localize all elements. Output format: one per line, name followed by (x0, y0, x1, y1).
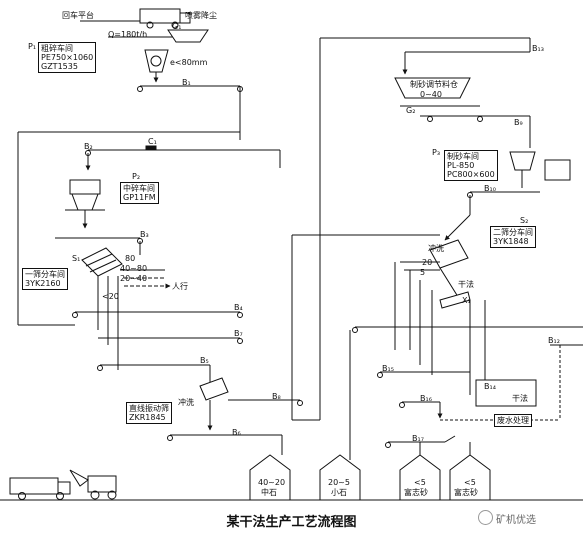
p3-line-2: PL-850 (447, 161, 475, 170)
stone-label: 人行 (172, 282, 188, 291)
b13-label: B₁₃ (532, 44, 544, 53)
product-2-size: 20~5 (328, 478, 350, 487)
product-4-size: <5 (464, 478, 476, 487)
diagram-title: 某干法生产工艺流程图 (226, 515, 357, 530)
silo-icon (394, 77, 471, 99)
b17-label: B₁₇ (412, 434, 424, 443)
flow-rate-label: Q=180t/h (108, 30, 148, 39)
zkr-line-2: ZKR1845 (129, 413, 166, 422)
size2-5: 5 (420, 268, 426, 277)
s1-line-2: 3YK2160 (25, 279, 61, 288)
s1-label: S₁ (72, 254, 81, 263)
dust-spray-label: 喷雾降尘 (185, 11, 217, 20)
feed-platform-label: 回车平台 (62, 11, 94, 20)
p3-line-3: PC800×600 (447, 170, 495, 179)
b5-label: B₅ (200, 356, 209, 365)
product-bin-3 (399, 454, 441, 500)
product-bin-1 (249, 454, 291, 500)
p2-box: 中碎车间 GP11FM (120, 182, 159, 204)
b9-label: B₉ (514, 118, 523, 127)
size-20-40: 20~40 (120, 274, 148, 283)
size-80: 80 (125, 254, 136, 263)
s1-box: 一筛分车间 3YK2160 (22, 268, 68, 290)
p2-label: P₂ (132, 172, 141, 181)
s2-label: S₂ (520, 216, 529, 225)
e-size-label: e<80mm (170, 58, 208, 67)
b16-label: B₁₆ (420, 394, 432, 403)
product-bin-4 (449, 454, 491, 500)
b7-label: B₇ (234, 329, 243, 338)
zkr-line-1: 直线振动筛 (129, 404, 169, 413)
b15-label: B₁₅ (382, 364, 394, 373)
product-3-size: <5 (414, 478, 426, 487)
bottom-truck-icon (9, 477, 71, 500)
b12-label: B₁₂ (548, 336, 560, 345)
g1-label: G₁ (172, 22, 182, 31)
dry-method-label: 干法 (458, 280, 474, 289)
watermark: 矿机优选 (496, 515, 536, 526)
product-3-name: 富志砂 (404, 488, 428, 497)
sand-maker-icon (509, 151, 571, 188)
p1-box: 粗碎车间 PE750×1060 GZT1535 (38, 42, 97, 73)
product-1-name: 中石 (261, 488, 277, 497)
b10-label: B₁₀ (484, 184, 496, 193)
silo-line-2: 0~40 (420, 90, 442, 99)
s1-line-1: 一筛分车间 (25, 270, 65, 279)
loader-icon (69, 469, 117, 500)
c1-label: C₁ (148, 137, 157, 146)
p1-line-3: GZT1535 (41, 62, 78, 71)
s2-line-1: 二筛分车间 (493, 228, 533, 237)
wash-label: 冲洗 (178, 398, 194, 407)
product-bin-2 (319, 454, 361, 500)
silo-line-1: 制砂调节料仓 (410, 80, 458, 89)
p3-box: 制砂车间 PL-850 PC800×600 (444, 150, 498, 181)
size-lt20: <20 (102, 292, 119, 301)
b2-label: B₂ (84, 142, 93, 151)
wechat-icon (478, 510, 493, 525)
p3-line-1: 制砂车间 (447, 152, 479, 161)
zkr-box: 直线振动筛 ZKR1845 (126, 402, 172, 424)
washing-screen-icon (199, 377, 229, 401)
wash2-label: 冲洗 (428, 244, 444, 253)
p3-label: P₃ (432, 148, 441, 157)
b8-label: B₈ (272, 392, 281, 401)
s2-line-2: 3YK1848 (493, 237, 529, 246)
s2-box: 二筛分车间 3YK1848 (490, 226, 536, 248)
x1-label: X₁ (462, 296, 471, 305)
jaw-crusher-icon (144, 49, 169, 73)
wastewater-box: 废水处理 (494, 414, 532, 427)
size-40-80: 40~80 (120, 264, 148, 273)
b3-label: B₃ (140, 230, 149, 239)
screen-s1-icon (81, 247, 123, 277)
dry-label-2: 干法 (512, 394, 528, 403)
product-4-name: 富志砂 (454, 488, 478, 497)
p1-line-2: PE750×1060 (41, 53, 94, 62)
g2-label: G₂ (406, 106, 416, 115)
size2-20: 20 (422, 258, 433, 267)
p2-line-2: GP11FM (123, 193, 156, 202)
p1-label: P₁ (28, 42, 37, 51)
product-1-size: 40~20 (258, 478, 286, 487)
dump-truck-icon (139, 8, 191, 29)
b14-label: B₁₄ (484, 382, 496, 391)
p1-line-1: 粗碎车间 (41, 44, 73, 53)
product-2-name: 小石 (331, 488, 347, 497)
p2-line-1: 中碎车间 (123, 184, 155, 193)
b6-label: B₆ (232, 428, 241, 437)
cone-crusher-icon (65, 179, 105, 211)
b4-label: B₄ (234, 303, 243, 312)
feeder-g1-icon (167, 29, 209, 43)
b1-label: B₁ (182, 78, 191, 87)
